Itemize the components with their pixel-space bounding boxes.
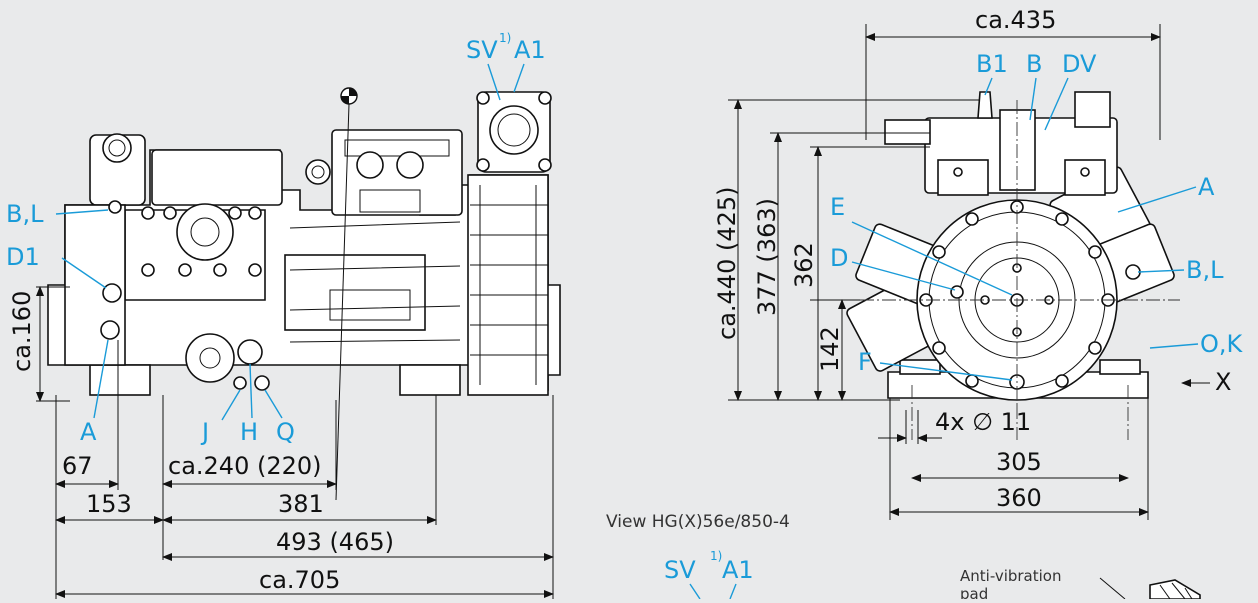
label-d: D xyxy=(830,244,848,272)
dim-ca160: ca.160 xyxy=(8,291,36,372)
side-view-compressor xyxy=(47,87,561,501)
label-a-side: A xyxy=(80,418,97,446)
label-sv-bottom: SV xyxy=(664,556,696,584)
dim-381: 381 xyxy=(278,490,324,518)
bottom-view-area: View HG(X)56e/850-4 SV 1) A1 Anti-vibrat… xyxy=(606,512,1201,603)
dim-305: 305 xyxy=(996,448,1042,476)
label-a1-bottom: A1 xyxy=(722,556,754,584)
dim-ca440: ca.440 (425) xyxy=(713,186,741,340)
side-view-dimensions: ca.160 67 ca.240 (220) 153 381 493 (465)… xyxy=(8,286,554,599)
label-j: J xyxy=(200,418,209,446)
label-sv-footnote: 1) xyxy=(499,31,511,45)
dim-67: 67 xyxy=(62,452,93,480)
label-a-front: A xyxy=(1198,173,1215,201)
label-f: F xyxy=(858,348,872,376)
dim-377: 377 (363) xyxy=(753,198,781,316)
view-caption: View HG(X)56e/850-4 xyxy=(606,512,790,532)
front-view-compressor xyxy=(846,91,1180,440)
side-view-labels: SV 1) A1 B,L D1 A J H Q xyxy=(6,31,546,446)
dim-142: 142 xyxy=(816,326,844,372)
label-e: E xyxy=(830,193,845,221)
motor-ribs xyxy=(470,204,548,356)
label-dv: DV xyxy=(1062,50,1097,78)
label-b: B xyxy=(1026,50,1042,78)
label-h: H xyxy=(240,418,258,446)
label-x: X xyxy=(1215,368,1231,396)
front-view-labels: B1 B DV A E D B,L O,K F X xyxy=(830,50,1244,396)
dim-ca435: ca.435 xyxy=(975,6,1056,34)
label-a1: A1 xyxy=(514,36,546,64)
label-q: Q xyxy=(276,418,295,446)
dim-ca240: ca.240 (220) xyxy=(168,452,322,480)
label-b-l-side: B,L xyxy=(6,200,44,228)
label-b1: B1 xyxy=(976,50,1008,78)
label-sv-bottom-footnote: 1) xyxy=(710,549,722,563)
anti-vibration-label-2: pad xyxy=(960,585,988,599)
dim-493: 493 (465) xyxy=(276,528,394,556)
head-bolts xyxy=(141,206,262,277)
dim-153: 153 xyxy=(86,490,132,518)
label-b-l-front: B,L xyxy=(1186,256,1224,284)
label-d1: D1 xyxy=(6,243,40,271)
label-o-k: O,K xyxy=(1200,330,1244,358)
front-view-dimensions: ca.435 ca.440 (425) 377 (363) 362 142 4x… xyxy=(713,6,1161,520)
dim-4x-holes: 4x ∅ 11 xyxy=(935,408,1031,436)
label-sv: SV xyxy=(466,36,498,64)
dim-ca705: ca.705 xyxy=(259,566,340,594)
dim-360: 360 xyxy=(996,484,1042,512)
anti-vibration-label: Anti-vibration xyxy=(960,567,1061,585)
dim-362: 362 xyxy=(790,242,818,288)
